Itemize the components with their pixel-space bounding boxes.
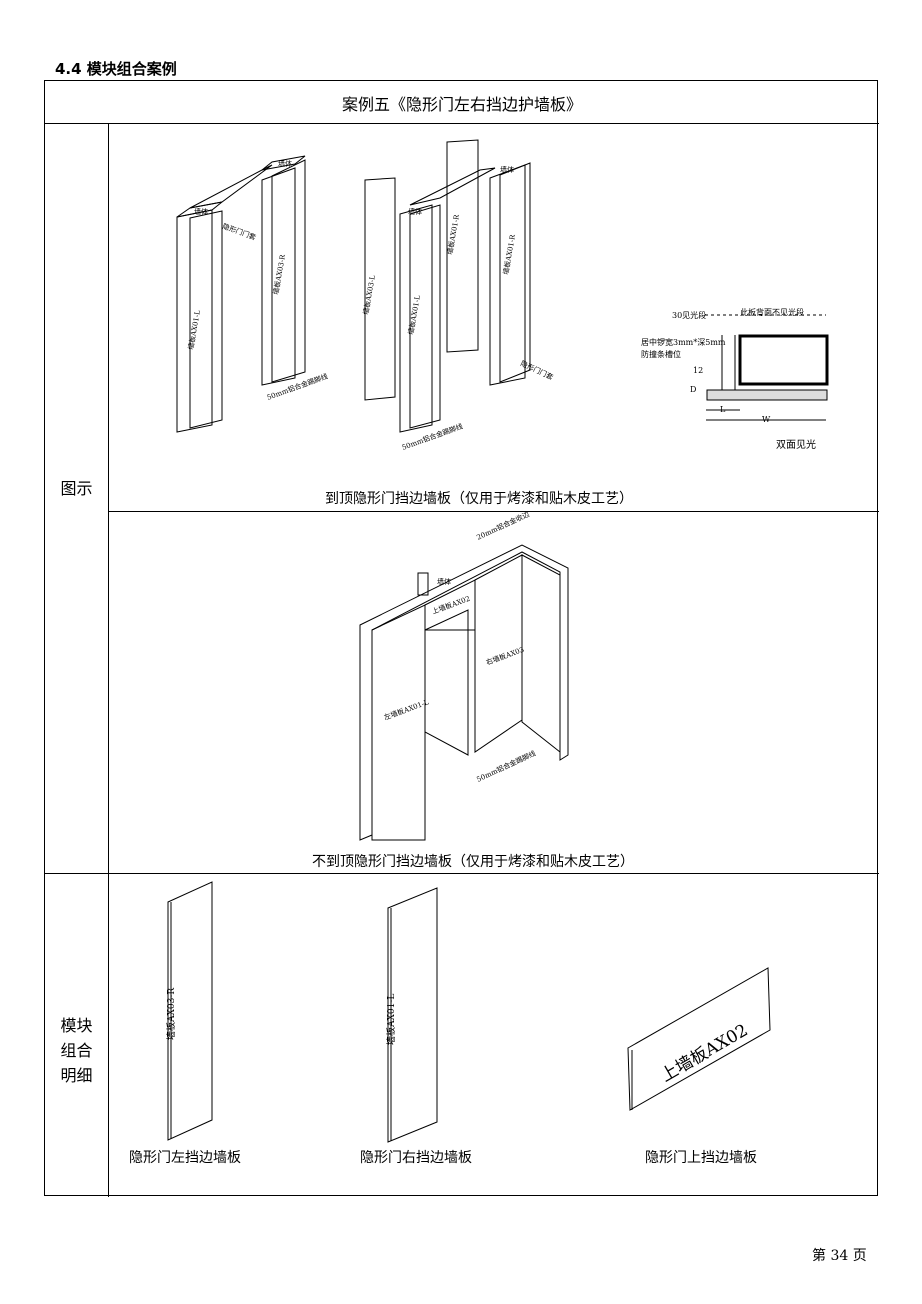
case-title: 案例五《隐形门左右挡边护墙板》 [341,95,582,114]
detail-label: 30见光段 [672,310,706,320]
label-wall: 墙体 [194,207,208,216]
label-skirting: 50mm铝合金踢脚线 [475,749,537,784]
detail-label: 防撞条槽位 [641,349,681,359]
label-wall: 墙体 [437,577,451,586]
module-caption: 隐形门右挡边墙板 [360,1150,472,1166]
module-caption: 隐形门上挡边墙板 [645,1150,757,1166]
row-label-module-detail: 模块 组合 明细 [45,1013,108,1088]
divider [108,511,879,512]
label-panel: 墙板AX01-L [406,294,422,335]
label-door-frame: 隐形门门套 [221,221,257,241]
detail-label: 居中锣宽3mm*深5mm [641,337,726,347]
label-panel: 墙板AX03-L [361,274,377,315]
detail-dim: W [762,415,771,424]
row-label-line: 组合 [60,1041,93,1060]
detail-dim: D [690,385,696,394]
module-panel-label: 墙板AX01-L [385,994,397,1045]
label-wall: 墙体 [500,165,514,174]
divider [108,123,109,1197]
figure1-caption: 到顶隐形门挡边墙板（仅用于烤漆和贴木皮工艺） [325,491,633,507]
module-panel-label: 上墙板AX02 [658,1021,752,1087]
label-panel: 墙板AX01-L [186,309,202,350]
divider [45,123,879,124]
module-panel-label: 墙板AX03-R [165,988,177,1040]
case-table: 案例五《隐形门左右挡边护墙板》 图示 模块 组合 明细 [44,80,879,1197]
detail-label: 双面见光 [776,438,816,451]
label-panel: 墙板AX01-R [501,233,517,275]
section-title: 4.4 模块组合案例 [55,60,177,78]
label-wall: 墙体 [408,207,422,216]
label-top-trim: 20mm铝合金收边 [475,509,531,541]
label-right-panel: 右墙板AX03 [485,645,526,667]
detail-dim: L [720,405,726,414]
detail-label: 此板背面不见光段 [740,307,804,317]
module-caption: 隐形门左挡边墙板 [129,1150,241,1166]
label-skirting: 50mm铝合金踢脚线 [266,371,329,401]
figure2-caption: 不到顶隐形门挡边墙板（仅用于烤漆和贴木皮工艺） [312,854,634,870]
row-label-illustration: 图示 [60,479,93,498]
row-label-line: 明细 [60,1066,93,1085]
page-number: 第 34 页 [812,1248,867,1264]
divider [45,873,879,874]
row-label-line: 模块 [60,1016,93,1035]
label-panel: 墙板AX01-R [445,213,461,255]
label-left-panel: 左墙板AX01-L [383,697,431,722]
label-wall: 墙体 [278,159,292,168]
detail-dim: 12 [693,366,703,375]
label-upper-panel: 上墙板AX02 [431,594,472,616]
label-panel: 墙板AX03-R [271,253,287,295]
